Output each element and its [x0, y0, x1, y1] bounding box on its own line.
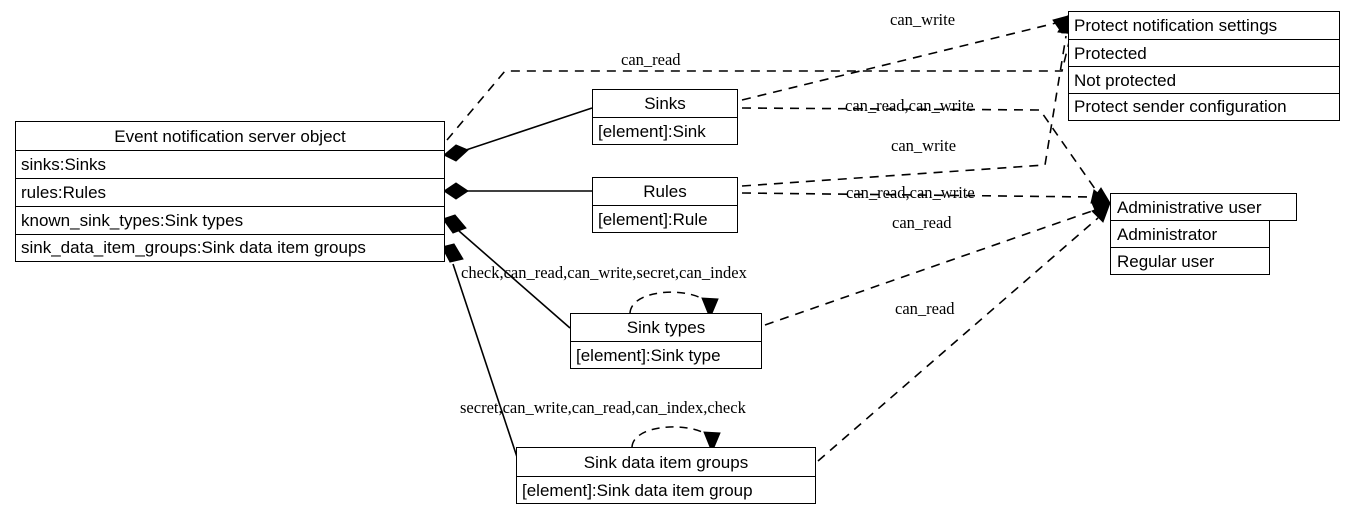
class-box-protect-notification-settings: Protect notification settings Protected …: [1068, 11, 1340, 121]
class-attribute-row: [element]:Sink: [593, 118, 737, 144]
class-attribute-row: [element]:Sink type: [571, 342, 761, 368]
class-attribute-row: Administrator: [1110, 221, 1270, 248]
edge-sink-dig-self-loop: [631, 426, 721, 454]
edge-sink-dig-admin-can-read: [817, 202, 1111, 462]
edge-server-sink-types: [442, 214, 571, 329]
class-attribute-row: Protect sender configuration: [1069, 94, 1339, 119]
class-attribute-row: [element]:Rule: [593, 206, 737, 232]
edge-label-can-read-can-write-rules: can_read,can_write: [846, 183, 975, 202]
class-title-sink-data-item-groups: Sink data item groups: [517, 448, 815, 477]
edge-label-sink-types-self-permissions: check,can_read,can_write,secret,can_inde…: [461, 263, 747, 282]
edge-label-can-write-protect-top: can_write: [890, 10, 956, 29]
class-box-sink-data-item-groups: Sink data item groups [element]:Sink dat…: [516, 447, 816, 504]
class-box-administrative-user: Administrative user Administrator Regula…: [1110, 193, 1297, 275]
class-box-sinks: Sinks [element]:Sink: [592, 89, 738, 145]
class-title-server: Event notification server object: [16, 122, 444, 151]
class-title-administrative-user: Administrative user: [1110, 193, 1297, 221]
edge-label-can-read-protect: can_read: [621, 50, 681, 69]
edge-server-sinks: [443, 107, 593, 162]
edge-label-can-write-rules: can_write: [891, 136, 957, 155]
class-attribute-row: Not protected: [1069, 67, 1339, 94]
class-title-sink-types: Sink types: [571, 314, 761, 342]
edge-label-can-read-rules: can_read: [892, 213, 952, 232]
edge-label-can-read-can-write-sinks: can_read,can_write: [845, 96, 974, 115]
class-title-sinks: Sinks: [593, 90, 737, 118]
class-attribute-row: known_sink_types:Sink types: [16, 207, 444, 235]
edge-sink-types-self-loop: [629, 291, 719, 320]
class-attribute-row: sinks:Sinks: [16, 151, 444, 179]
class-attribute-row: Regular user: [1110, 248, 1270, 275]
class-attribute-row: sink_data_item_groups:Sink data item gro…: [16, 235, 444, 260]
class-title-protect-notification-settings: Protect notification settings: [1069, 12, 1339, 40]
class-box-event-notification-server-object: Event notification server object sinks:S…: [15, 121, 445, 262]
class-attribute-row: rules:Rules: [16, 179, 444, 207]
class-box-sink-types: Sink types [element]:Sink type: [570, 313, 762, 369]
class-attribute-row: [element]:Sink data item group: [517, 477, 815, 503]
class-box-rules: Rules [element]:Rule: [592, 177, 738, 233]
edge-server-sink-data-item-groups: [441, 243, 519, 461]
class-title-rules: Rules: [593, 178, 737, 206]
edge-label-sink-data-item-groups-self-permissions: secret,can_write,can_read,can_index,chec…: [460, 398, 746, 417]
edge-server-protect-can-read: [446, 15, 1081, 141]
edge-server-rules: [443, 182, 592, 200]
class-attribute-row: Protected: [1069, 40, 1339, 67]
edge-label-can-read-sink-types: can_read: [895, 299, 955, 318]
